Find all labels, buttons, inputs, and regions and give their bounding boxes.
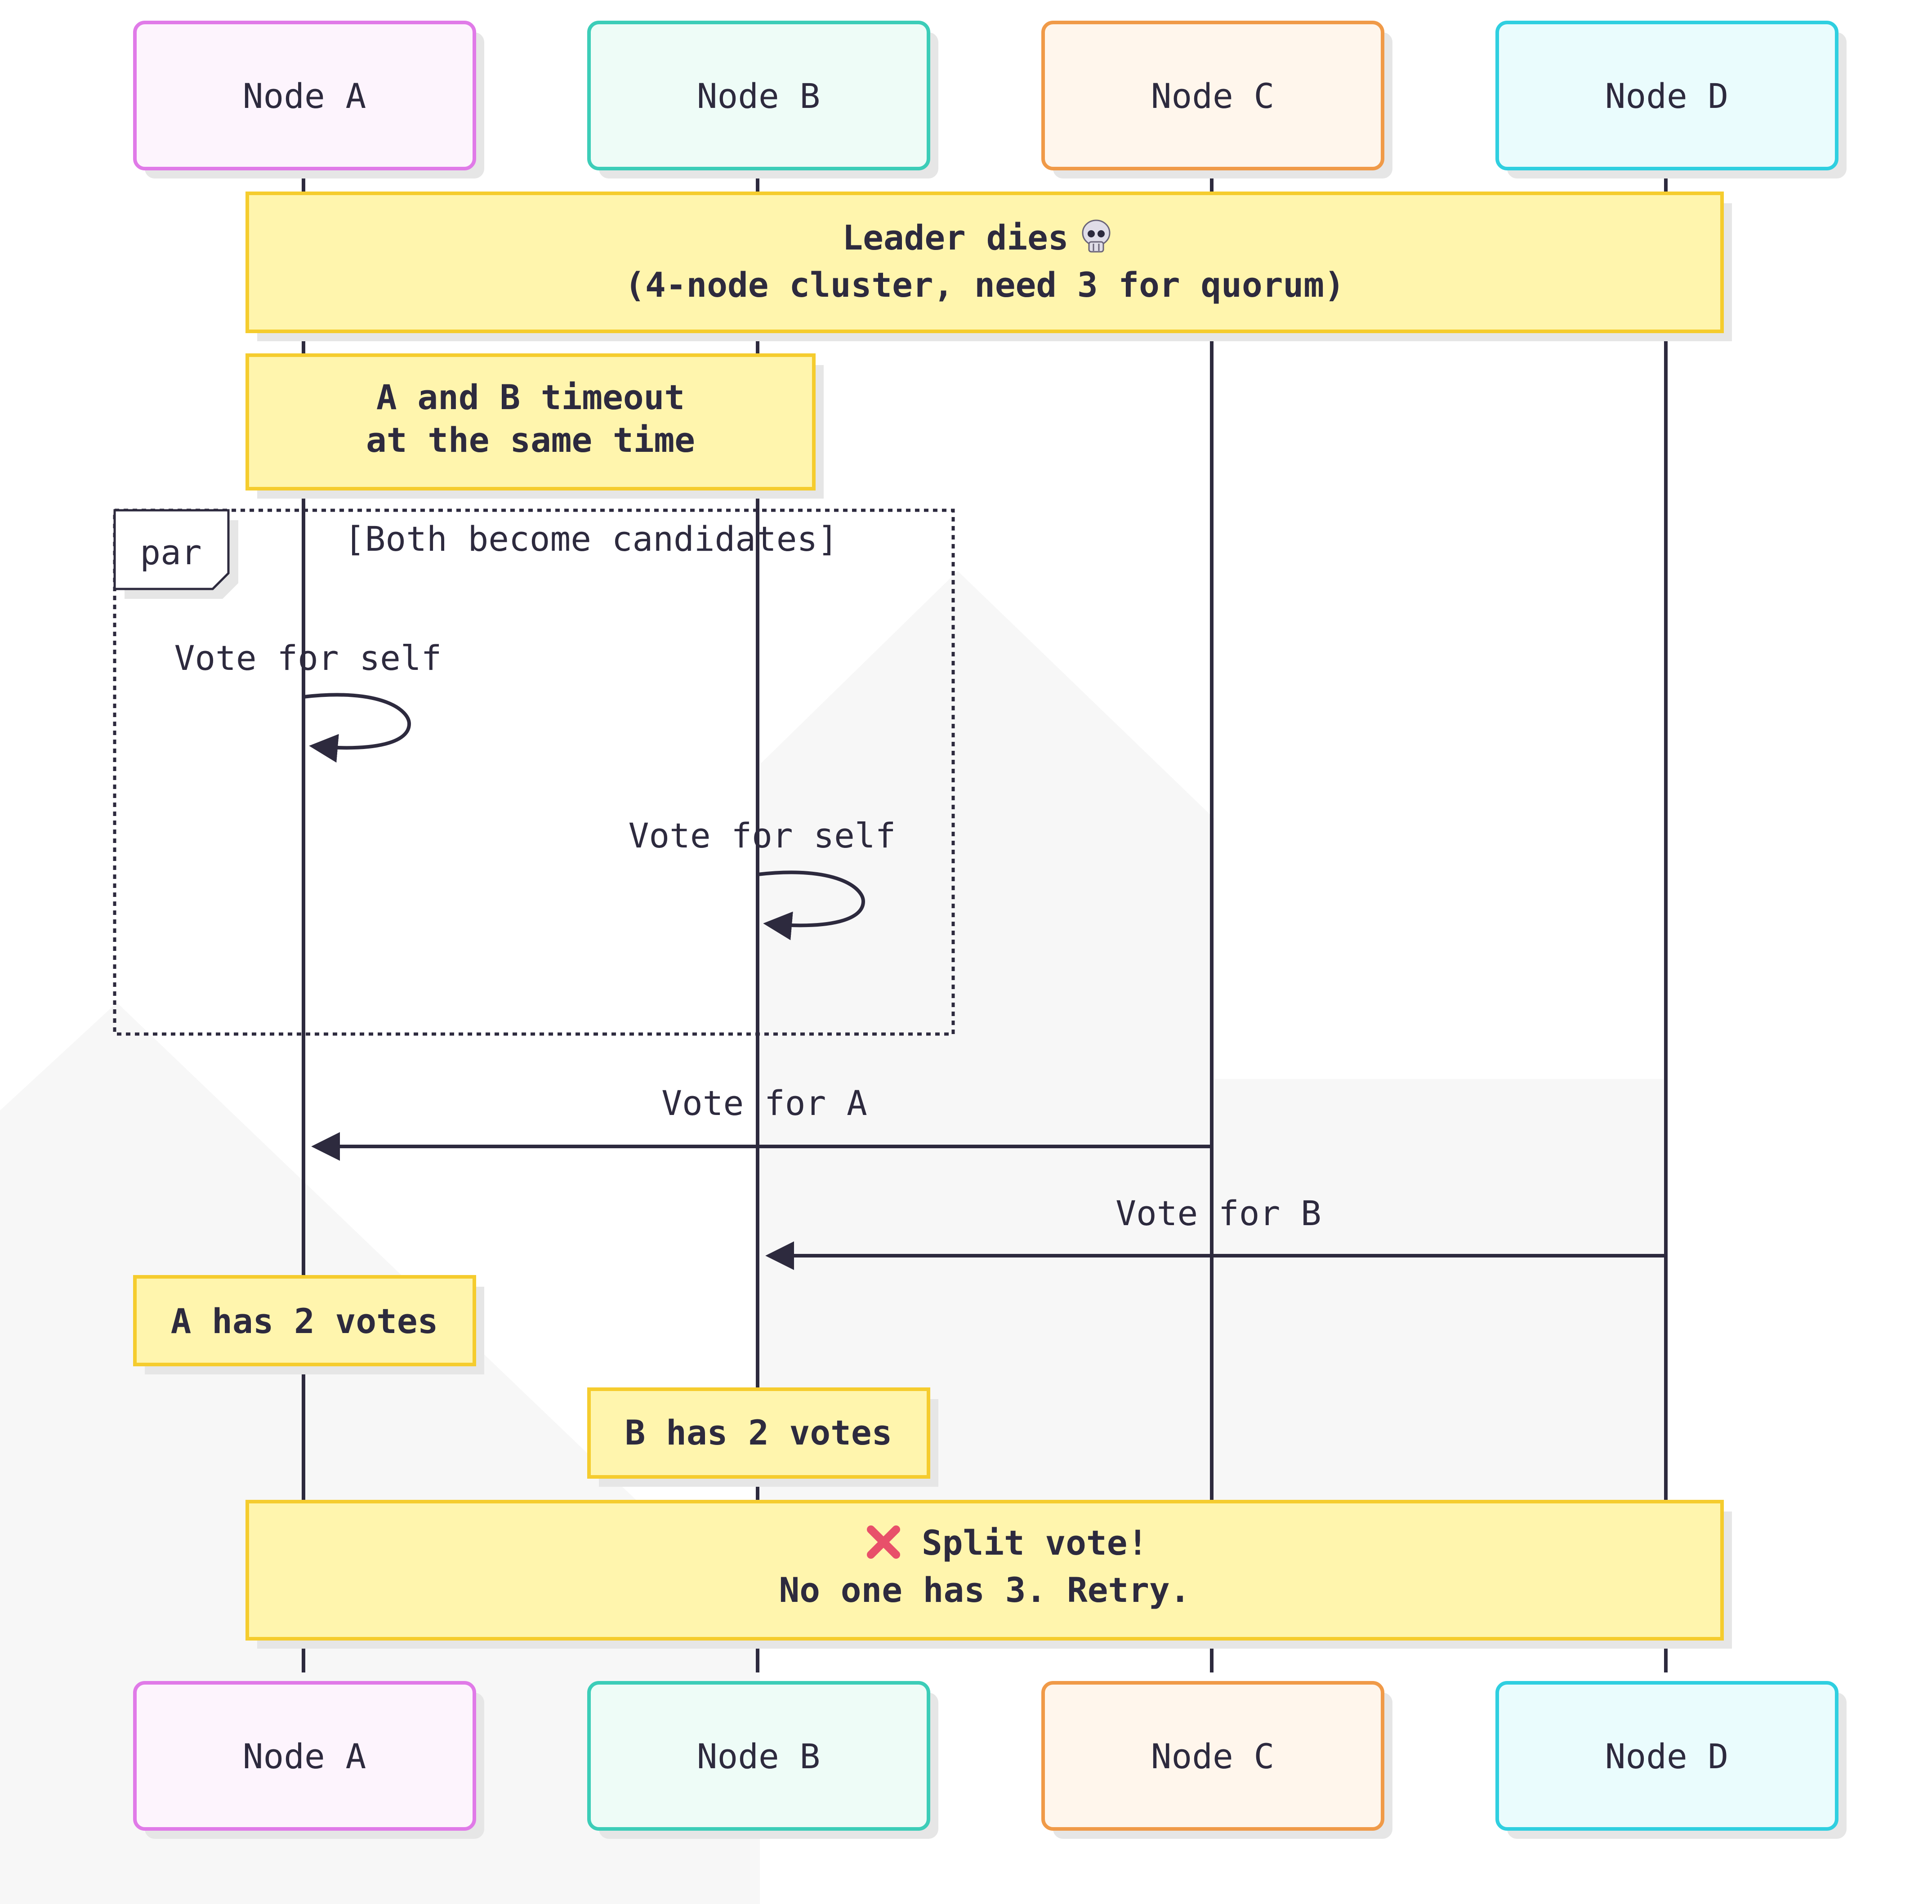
- participant-label: Node C: [1151, 1736, 1275, 1776]
- par-block: par [Both become candidates]: [113, 508, 955, 1036]
- note-line-1: Leader dies: [842, 218, 1068, 258]
- par-tag: par: [140, 532, 201, 572]
- participant-node-a[interactable]: Node A: [133, 21, 484, 178]
- participant-label: Node B: [697, 1736, 821, 1776]
- participant-node-c[interactable]: Node C: [1041, 21, 1392, 178]
- note-split-vote: Split vote! No one has 3. Retry.: [245, 1500, 1732, 1649]
- participant-label: Node C: [1151, 76, 1275, 116]
- message-a-self: Vote for self: [174, 638, 442, 763]
- participants-top: Node A Node B Node C Node D: [133, 21, 1847, 178]
- message-b-self: Vote for self: [629, 816, 896, 941]
- par-tag-box: [113, 509, 230, 590]
- participants-bottom: Node A Node B Node C Node D: [133, 1681, 1847, 1839]
- message-label: Vote for self: [174, 638, 442, 678]
- cross-mark-icon: [867, 1525, 900, 1559]
- participant-label: Node A: [243, 76, 366, 116]
- message-label: Vote for B: [1115, 1193, 1321, 1233]
- note-a-votes: A has 2 votes: [133, 1275, 484, 1374]
- participant-label: Node D: [1605, 1736, 1729, 1776]
- note-line-1: A and B timeout: [376, 377, 685, 417]
- note-text: A has 2 votes: [171, 1301, 438, 1341]
- participant-node-b-bottom[interactable]: Node B: [587, 1681, 938, 1839]
- message-label: Vote for self: [629, 816, 896, 856]
- par-condition: [Both become candidates]: [344, 519, 838, 559]
- note-line-2: at the same time: [366, 420, 695, 460]
- message-c-to-a: Vote for A: [311, 1083, 1212, 1161]
- note-line-1: Split vote!: [922, 1523, 1148, 1563]
- participant-node-a-bottom[interactable]: Node A: [133, 1681, 484, 1839]
- participant-node-d-bottom[interactable]: Node D: [1495, 1681, 1847, 1839]
- participant-label: Node A: [243, 1736, 366, 1776]
- message-d-to-b: Vote for B: [765, 1193, 1666, 1270]
- skull-icon: [1082, 219, 1111, 253]
- participant-label: Node B: [697, 76, 821, 116]
- note-text: B has 2 votes: [625, 1413, 892, 1453]
- note-leader-dies: Leader dies (4-node cluster, need 3 for …: [245, 192, 1732, 341]
- note-line-2: (4-node cluster, need 3 for quorum): [625, 265, 1344, 305]
- participant-node-d[interactable]: Node D: [1495, 21, 1847, 178]
- participant-label: Node D: [1605, 76, 1729, 116]
- participant-node-c-bottom[interactable]: Node C: [1041, 1681, 1392, 1839]
- participant-node-b[interactable]: Node B: [587, 21, 938, 178]
- note-line-2: No one has 3. Retry.: [779, 1570, 1190, 1610]
- note-timeout: A and B timeout at the same time: [245, 353, 824, 499]
- message-label: Vote for A: [661, 1083, 867, 1123]
- note-b-votes: B has 2 votes: [587, 1387, 938, 1487]
- background-shapes: [0, 571, 1664, 1904]
